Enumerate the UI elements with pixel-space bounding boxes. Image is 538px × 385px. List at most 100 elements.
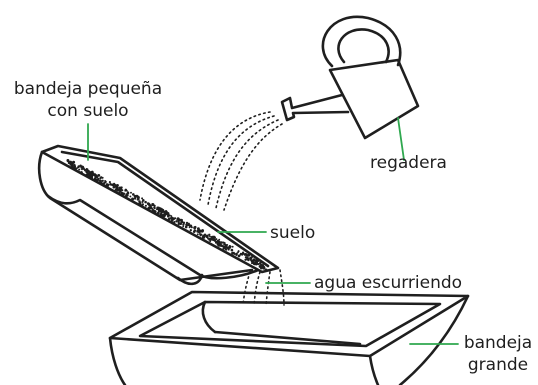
soil-dot — [262, 266, 266, 270]
label-watering-can: regadera — [370, 153, 447, 173]
soil-dot — [176, 217, 180, 221]
soil-dot — [103, 181, 106, 185]
soil-dot — [247, 259, 250, 262]
soil-dot — [81, 165, 85, 169]
soil-dot — [67, 161, 71, 164]
soil-dot — [193, 226, 197, 230]
soil-dot — [260, 266, 262, 269]
draining-water — [242, 269, 285, 306]
soil-dot — [129, 195, 132, 198]
soil-dot — [217, 241, 220, 244]
large-tray-left-wall — [108, 336, 127, 385]
can-spout — [280, 93, 350, 122]
soil-dot — [151, 203, 155, 206]
soil-dot — [196, 229, 200, 233]
soil-dot — [225, 248, 228, 251]
soil-dot — [121, 192, 125, 196]
soil-dot — [260, 261, 263, 263]
soil-dot — [141, 200, 144, 204]
soil-dot — [73, 164, 76, 167]
soil-dot — [163, 213, 166, 217]
soil-dot — [125, 189, 128, 192]
soil-dot — [224, 243, 227, 247]
large-tray-inner-left — [201, 300, 217, 334]
soil-dot — [231, 251, 234, 255]
soil-dot — [196, 227, 200, 231]
soil-dot — [134, 195, 137, 198]
soil-dot — [77, 165, 80, 168]
soil-dot — [148, 203, 151, 207]
soil-dot — [175, 220, 178, 223]
label-large-tray-line2: grande — [467, 355, 529, 375]
soil-dot — [245, 254, 248, 257]
soil-dot — [170, 219, 173, 222]
soil-dot — [104, 179, 107, 182]
soil-dot — [148, 207, 152, 210]
soil-dot — [177, 221, 180, 224]
soil-dot — [257, 263, 260, 266]
soil-dot — [153, 206, 156, 210]
soil-dot — [193, 229, 197, 232]
watering-can-icon — [280, 15, 420, 140]
soil-dot — [218, 238, 221, 241]
large-tray-inner — [138, 300, 442, 348]
soil-dot — [185, 221, 189, 224]
label-small-tray-line1: bandeja pequeña — [13, 79, 163, 99]
soil-dot — [141, 203, 144, 207]
soil-dot — [131, 193, 135, 196]
soil-dot — [118, 191, 121, 194]
soil-dot — [173, 221, 176, 224]
soil-dot — [255, 259, 259, 262]
soil-dot — [101, 179, 104, 182]
soil-dot — [226, 246, 230, 250]
soil-dot — [239, 252, 242, 255]
leader-lines — [87, 117, 459, 345]
label-large-tray-line1: bandeja — [463, 333, 533, 353]
soil-dot — [177, 222, 180, 226]
soil-dot — [189, 224, 193, 228]
soil-dot — [184, 225, 188, 229]
pouring-water — [199, 111, 283, 211]
soil-dot — [219, 243, 222, 246]
soil-dot — [201, 229, 204, 232]
soil-dot — [186, 224, 189, 227]
small-tray-bottom — [176, 273, 204, 286]
can-handle-inner — [337, 28, 390, 64]
soil-dot — [164, 210, 168, 213]
soil-dot — [141, 197, 144, 200]
can-body — [328, 58, 420, 140]
label-small-tray-line2: con suelo — [47, 101, 129, 121]
soil-dot — [170, 215, 173, 217]
soil-dot — [74, 168, 78, 172]
soil-dot — [245, 256, 249, 260]
small-tray-rim — [40, 144, 280, 274]
soil-dot — [182, 225, 185, 228]
soil-dot — [209, 235, 211, 238]
soil-dot — [260, 263, 263, 266]
soil-dot — [81, 168, 83, 171]
soil-dot — [235, 252, 238, 256]
soil-dot — [247, 253, 251, 257]
soil-dot — [196, 233, 199, 236]
soil-dot — [179, 218, 182, 222]
soil-dot — [211, 235, 215, 239]
soil-dot — [222, 247, 225, 249]
soil-dot — [166, 212, 170, 215]
soil-dot — [136, 196, 140, 199]
large-tray — [108, 290, 470, 385]
soil-dot — [231, 245, 234, 248]
soil-dot — [124, 189, 127, 192]
soil-dot — [238, 254, 241, 257]
soil-dot — [208, 238, 211, 241]
soil-dot — [160, 208, 163, 211]
soil-dot — [215, 238, 218, 241]
can-handle — [321, 15, 402, 68]
soil-dot — [133, 197, 137, 200]
soil-dot — [116, 184, 119, 187]
soil-dot — [78, 168, 81, 171]
soil-dot — [131, 197, 135, 201]
soil-dot — [90, 173, 93, 177]
label-water-draining: agua escurriendo — [314, 273, 463, 293]
soil-dot — [182, 221, 186, 225]
